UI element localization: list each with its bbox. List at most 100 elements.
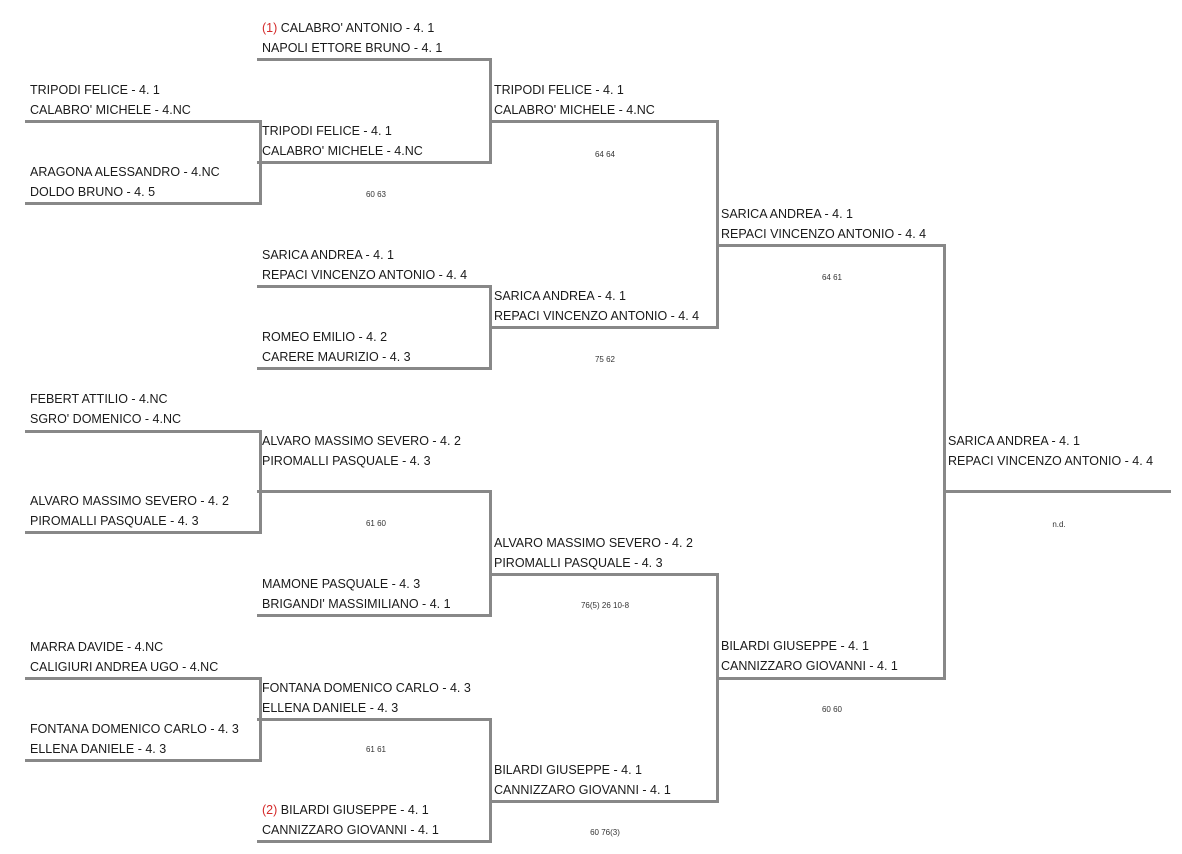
player-name: CALABRO' ANTONIO - 4. 1 <box>280 21 435 35</box>
player-name: ALVARO MASSIMO SEVERO - 4. 2 <box>262 434 461 448</box>
player-name: REPACI VINCENZO ANTONIO - 4. 4 <box>721 227 927 241</box>
match-score: 60 76(3) <box>590 828 620 837</box>
team-final-2: BILARDI GIUSEPPE - 4. 1 CANNIZZARO GIOVA… <box>721 636 898 676</box>
connector-line <box>25 430 262 433</box>
connector-line <box>259 430 262 534</box>
connector-line <box>489 58 492 164</box>
match-score: 64 64 <box>594 150 616 159</box>
connector-line <box>257 840 492 843</box>
player-name: PIROMALLI PASQUALE - 4. 3 <box>30 514 199 528</box>
player-name: FONTANA DOMENICO CARLO - 4. 3 <box>30 722 239 736</box>
player-name: SGRO' DOMENICO - 4.NC <box>30 412 182 426</box>
connector-line <box>257 161 492 164</box>
connector-line <box>943 244 946 680</box>
player-name: SARICA ANDREA - 4. 1 <box>262 248 394 262</box>
player-name: MARRA DAVIDE - 4.NC <box>30 640 164 654</box>
connector-line <box>489 718 492 843</box>
match-score: 76(5) 26 10-8 <box>580 601 630 610</box>
match-score: 75 62 <box>594 355 616 364</box>
player-name: ELLENA DANIELE - 4. 3 <box>30 742 167 756</box>
connector-line <box>716 244 946 247</box>
player-name: FONTANA DOMENICO CARLO - 4. 3 <box>262 681 471 695</box>
player-name-row: (1) CALABRO' ANTONIO - 4. 1 <box>262 18 442 38</box>
team-r2-m4-a: FONTANA DOMENICO CARLO - 4. 3 ELLENA DAN… <box>262 678 471 718</box>
team-final-1: SARICA ANDREA - 4. 1 REPACI VINCENZO ANT… <box>721 204 926 244</box>
connector-line <box>489 326 719 329</box>
seed-number: (1) <box>262 21 278 35</box>
player-name: CANNIZZARO GIOVANNI - 4. 1 <box>721 659 898 673</box>
player-name: BILARDI GIUSEPPE - 4. 1 <box>494 763 642 777</box>
team-r1-m1-b: ARAGONA ALESSANDRO - 4.NC DOLDO BRUNO - … <box>30 162 220 202</box>
player-name: SARICA ANDREA - 4. 1 <box>721 207 853 221</box>
connector-line <box>257 58 492 61</box>
team-r1-m1-a: TRIPODI FELICE - 4. 1 CALABRO' MICHELE -… <box>30 80 191 120</box>
team-champion: SARICA ANDREA - 4. 1 REPACI VINCENZO ANT… <box>948 431 1153 471</box>
player-name: BILARDI GIUSEPPE - 4. 1 <box>280 803 429 817</box>
team-sf-4: BILARDI GIUSEPPE - 4. 1 CANNIZZARO GIOVA… <box>494 760 671 800</box>
player-name: ALVARO MASSIMO SEVERO - 4. 2 <box>30 494 229 508</box>
player-name: TRIPODI FELICE - 4. 1 <box>494 83 624 97</box>
connector-line <box>25 759 262 762</box>
connector-line <box>25 120 262 123</box>
team-r1-m3-a: MARRA DAVIDE - 4.NC CALIGIURI ANDREA UGO… <box>30 637 218 677</box>
player-name: SARICA ANDREA - 4. 1 <box>948 434 1080 448</box>
match-score: 60 63 <box>365 190 387 199</box>
connector-line <box>943 490 1171 493</box>
team-r1-m3-b: FONTANA DOMENICO CARLO - 4. 3 ELLENA DAN… <box>30 719 239 759</box>
connector-line <box>716 120 719 329</box>
connector-line <box>257 367 492 370</box>
player-name: SARICA ANDREA - 4. 1 <box>494 289 626 303</box>
connector-line <box>489 573 719 576</box>
connector-line <box>257 285 492 288</box>
player-name: REPACI VINCENZO ANTONIO - 4. 4 <box>948 454 1154 468</box>
player-name: CALABRO' MICHELE - 4.NC <box>262 144 423 158</box>
connector-line <box>489 800 719 803</box>
player-name: PIROMALLI PASQUALE - 4. 3 <box>262 454 431 468</box>
match-score: 64 61 <box>821 273 843 282</box>
match-score: 61 61 <box>365 745 387 754</box>
player-name: DOLDO BRUNO - 4. 5 <box>30 185 156 199</box>
match-score: 60 60 <box>821 705 843 714</box>
player-name: CARERE MAURIZIO - 4. 3 <box>262 350 411 364</box>
player-name: BRIGANDI' MASSIMILIANO - 4. 1 <box>262 597 451 611</box>
player-name: CALIGIURI ANDREA UGO - 4.NC <box>30 660 219 674</box>
team-r2-m2-a: SARICA ANDREA - 4. 1 REPACI VINCENZO ANT… <box>262 245 467 285</box>
player-name: REPACI VINCENZO ANTONIO - 4. 4 <box>494 309 700 323</box>
team-sf-1: TRIPODI FELICE - 4. 1 CALABRO' MICHELE -… <box>494 80 655 120</box>
player-name: PIROMALLI PASQUALE - 4. 3 <box>494 556 663 570</box>
team-sf-2: SARICA ANDREA - 4. 1 REPACI VINCENZO ANT… <box>494 286 699 326</box>
player-name: NAPOLI ETTORE BRUNO - 4. 1 <box>262 41 443 55</box>
player-name: CALABRO' MICHELE - 4.NC <box>30 103 191 117</box>
player-name: CALABRO' MICHELE - 4.NC <box>494 103 655 117</box>
team-sf-3: ALVARO MASSIMO SEVERO - 4. 2 PIROMALLI P… <box>494 533 693 573</box>
team-r2-m2-b: ROMEO EMILIO - 4. 2 CARERE MAURIZIO - 4.… <box>262 327 411 367</box>
team-r1-m2-a: FEBERT ATTILIO - 4.NC SGRO' DOMENICO - 4… <box>30 389 181 429</box>
connector-line <box>257 614 492 617</box>
player-name: CANNIZZARO GIOVANNI - 4. 1 <box>262 823 439 837</box>
player-name: ARAGONA ALESSANDRO - 4.NC <box>30 165 220 179</box>
player-name: ELLENA DANIELE - 4. 3 <box>262 701 399 715</box>
connector-line <box>25 677 262 680</box>
team-r1-m2-b: ALVARO MASSIMO SEVERO - 4. 2 PIROMALLI P… <box>30 491 229 531</box>
player-name: TRIPODI FELICE - 4. 1 <box>262 124 392 138</box>
player-name: FEBERT ATTILIO - 4.NC <box>30 392 168 406</box>
player-name: BILARDI GIUSEPPE - 4. 1 <box>721 639 869 653</box>
connector-line <box>25 531 262 534</box>
connector-line <box>716 573 719 803</box>
player-name: TRIPODI FELICE - 4. 1 <box>30 83 160 97</box>
team-r2-m3-a: ALVARO MASSIMO SEVERO - 4. 2 PIROMALLI P… <box>262 431 461 471</box>
connector-line <box>257 490 492 493</box>
connector-line <box>25 202 262 205</box>
connector-line <box>489 120 719 123</box>
player-name-row: (2) BILARDI GIUSEPPE - 4. 1 <box>262 800 439 820</box>
connector-line <box>257 718 492 721</box>
seed-number: (2) <box>262 803 278 817</box>
player-name: MAMONE PASQUALE - 4. 3 <box>262 577 421 591</box>
team-r2-m3-b: MAMONE PASQUALE - 4. 3 BRIGANDI' MASSIMI… <box>262 574 451 614</box>
team-r2-m1-a: (1) CALABRO' ANTONIO - 4. 1 NAPOLI ETTOR… <box>262 18 442 58</box>
player-name: CANNIZZARO GIOVANNI - 4. 1 <box>494 783 671 797</box>
player-name: ROMEO EMILIO - 4. 2 <box>262 330 388 344</box>
player-name: REPACI VINCENZO ANTONIO - 4. 4 <box>262 268 468 282</box>
connector-line <box>489 490 492 617</box>
